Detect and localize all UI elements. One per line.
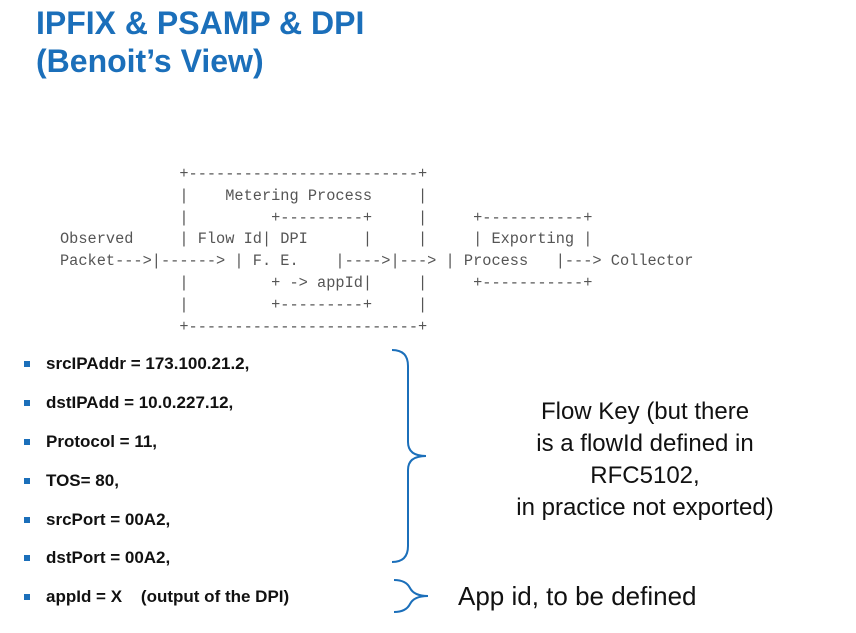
flow-key-note: Flow Key (but there is a flowId defined … [460, 396, 830, 524]
square-bullet-icon [24, 516, 30, 523]
bullet-text: srcIPAddr = 173.100.21.2, [46, 354, 250, 374]
bullet-item-src-port: srcPort = 00A2, [24, 500, 289, 539]
flow-key-note-line-4: in practice not exported) [516, 494, 774, 521]
bullet-item-dst-ip: dstIPAdd = 10.0.227.12, [24, 384, 289, 423]
bullet-item-dst-port: dstPort = 00A2, [24, 539, 289, 578]
flow-key-note-line-3: RFC5102, [590, 462, 700, 489]
metering-process-ascii-diagram: +-------------------------+ | Metering P… [60, 165, 694, 336]
bullet-text: dstPort = 00A2, [46, 548, 171, 568]
flow-key-brace-icon [391, 349, 427, 563]
square-bullet-icon [24, 400, 30, 407]
bullet-text: appId = X (output of the DPI) [46, 587, 290, 607]
bullet-text: dstIPAdd = 10.0.227.12, [46, 393, 234, 413]
slide-title-line-1: IPFIX & PSAMP & DPI [36, 5, 365, 41]
square-bullet-icon [24, 438, 30, 445]
slide-title-line-2: (Benoit’s View) [36, 43, 264, 79]
bullet-item-tos: TOS= 80, [24, 461, 289, 500]
square-bullet-icon [24, 477, 30, 484]
flow-key-note-line-2: is a flowId defined in [536, 430, 754, 457]
app-id-note: App id, to be defined [458, 581, 697, 611]
app-id-brace-icon [393, 579, 429, 613]
square-bullet-icon [24, 361, 30, 368]
slide-title: IPFIX & PSAMP & DPI (Benoit’s View) [36, 4, 364, 80]
flow-key-field-list: srcIPAddr = 173.100.21.2, dstIPAdd = 10.… [24, 345, 289, 617]
bullet-text: srcPort = 00A2, [46, 509, 171, 529]
bullet-item-protocol: Protocol = 11, [24, 423, 289, 462]
flow-key-note-line-1: Flow Key (but there [540, 398, 750, 425]
bullet-text: Protocol = 11, [46, 431, 158, 451]
bullet-text: TOS= 80, [46, 470, 119, 490]
bullet-item-src-ip: srcIPAddr = 173.100.21.2, [24, 345, 289, 384]
square-bullet-icon [24, 594, 30, 601]
square-bullet-icon [24, 555, 30, 562]
bullet-item-app-id: appId = X (output of the DPI) [24, 578, 289, 617]
